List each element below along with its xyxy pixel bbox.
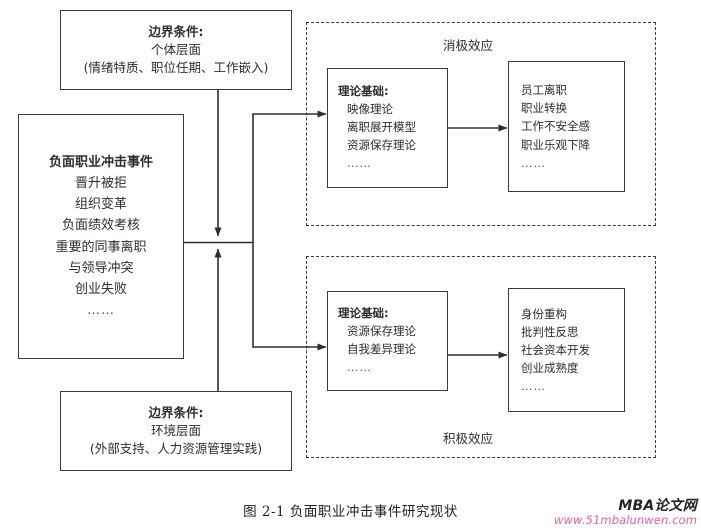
- outcome-negative-item-4: 职业乐观下降: [521, 137, 590, 152]
- boundary-environment-title: 边界条件:: [148, 405, 204, 421]
- box-theory-basis-negative: 理论基础: 映像理论 离职展开模型 资源保存理论 ……: [327, 68, 448, 188]
- boundary-individual-title: 边界条件:: [148, 24, 204, 40]
- event-title: 负面职业冲击事件: [48, 155, 153, 171]
- outcome-negative-ellipsis: ……: [521, 155, 546, 170]
- theory-positive-item-1: 资源保存理论: [347, 324, 416, 339]
- event-item-5: 与领导冲突: [68, 260, 134, 276]
- event-ellipsis: ……: [87, 302, 115, 318]
- theory-negative-ellipsis: ……: [347, 155, 372, 170]
- event-item-1: 晋升被拒: [74, 176, 127, 192]
- boundary-individual-level: 个体层面: [150, 42, 201, 58]
- box-outcome-negative: 员工离职 职业转换 工作不安全感 职业乐观下降 ……: [508, 61, 625, 192]
- region-positive-effects-label: 积极效应: [443, 431, 494, 446]
- outcome-negative-item-2: 职业转换: [521, 101, 567, 116]
- event-item-2: 组织变革: [74, 197, 127, 213]
- theory-negative-item-3: 资源保存理论: [347, 137, 416, 152]
- event-item-3: 负面绩效考核: [61, 218, 140, 234]
- box-boundary-condition-individual: 边界条件: 个体层面 (情绪特质、职位任期、工作嵌入): [60, 10, 292, 90]
- region-negative-effects: [306, 22, 656, 226]
- outcome-negative-item-1: 员工离职: [521, 83, 567, 98]
- theory-negative-item-2: 离职展开模型: [347, 120, 416, 135]
- theory-positive-ellipsis: ……: [347, 359, 372, 374]
- connector-event-trunk: [184, 110, 327, 351]
- boundary-individual-detail: (情绪特质、职位任期、工作嵌入): [83, 59, 269, 75]
- watermark: MBA论文网 www.51mbalunwen.com: [554, 498, 697, 528]
- box-theory-basis-positive: 理论基础: 资源保存理论 自我差异理论 ……: [327, 291, 448, 391]
- region-negative-effects-label: 消极效应: [443, 38, 494, 53]
- theory-negative-item-1: 映像理论: [347, 102, 393, 117]
- outcome-positive-ellipsis: ……: [521, 379, 546, 394]
- figure-caption: 图 2-1 负面职业冲击事件研究现状: [243, 504, 458, 520]
- event-item-4: 重要的同事离职: [55, 239, 147, 255]
- watermark-url: www.51mbalunwen.com: [554, 513, 697, 528]
- boundary-environment-detail: (外部支持、人力资源管理实践): [89, 440, 263, 456]
- theory-positive-item-2: 自我差异理论: [347, 342, 416, 356]
- box-outcome-positive: 身份重构 批判性反思 社会资本开发 创业成熟度 ……: [508, 288, 625, 412]
- outcome-negative-item-3: 工作不安全感: [521, 119, 590, 134]
- outcome-positive-item-4: 创业成熟度: [521, 361, 579, 376]
- outcome-positive-item-1: 身份重构: [521, 306, 567, 321]
- theory-positive-title: 理论基础:: [338, 306, 389, 321]
- region-positive-effects: [306, 256, 656, 458]
- box-negative-career-shock-event: 负面职业冲击事件 晋升被拒 组织变革 负面绩效考核 重要的同事离职 与领导冲突 …: [18, 114, 184, 359]
- outcome-positive-item-2: 批判性反思: [521, 324, 579, 339]
- outcome-positive-item-3: 社会资本开发: [521, 342, 590, 357]
- event-item-6: 创业失败: [74, 281, 127, 297]
- watermark-brand: MBA论文网: [618, 498, 697, 514]
- boundary-environment-level: 环境层面: [150, 423, 201, 439]
- box-boundary-condition-environment: 边界条件: 环境层面 (外部支持、人力资源管理实践): [60, 391, 292, 471]
- theory-negative-title: 理论基础:: [338, 84, 389, 99]
